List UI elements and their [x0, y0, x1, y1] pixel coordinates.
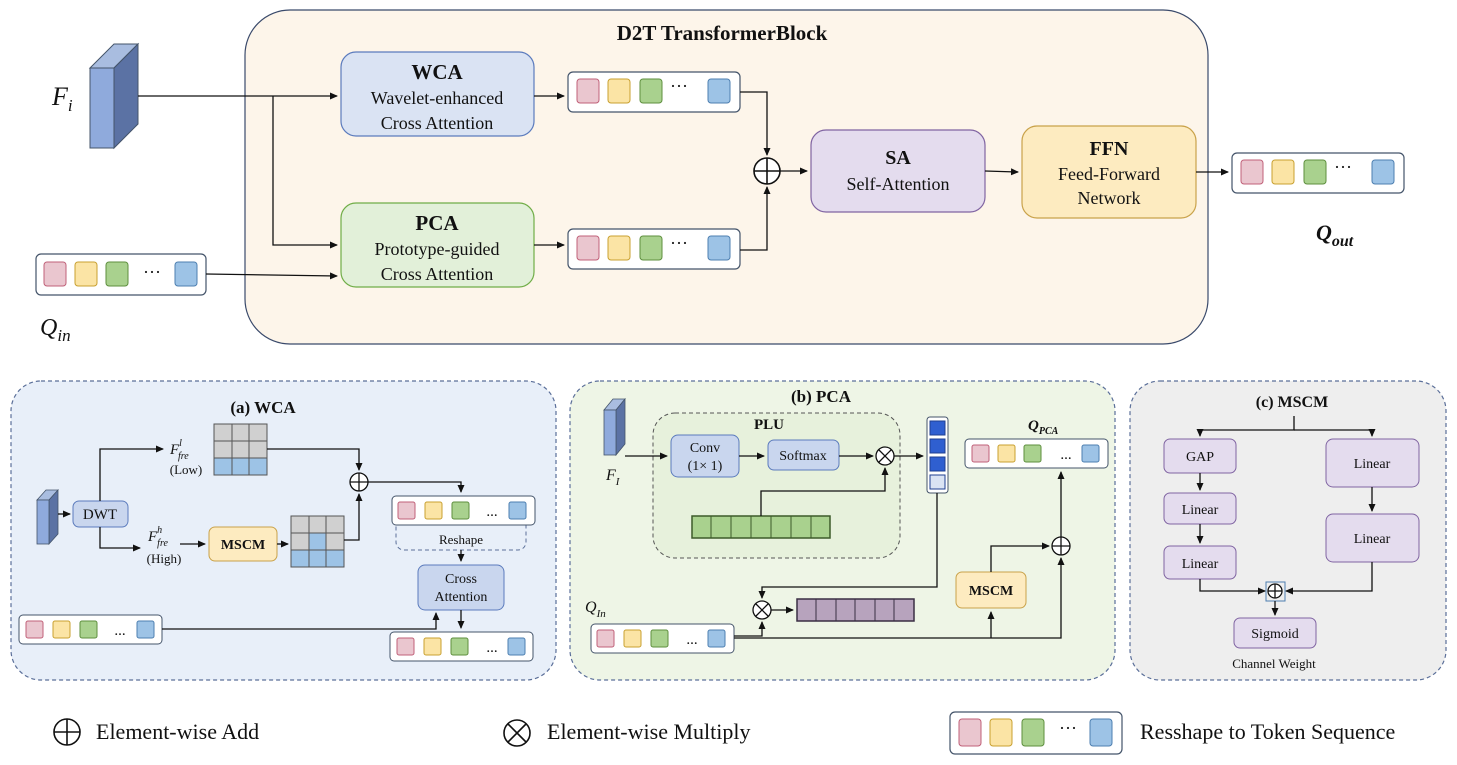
high-frequency-grid [290, 515, 345, 568]
wca-query-tokens: ... [18, 614, 163, 645]
linear-label-4: Linear [1354, 532, 1391, 547]
pca-name: PCA [415, 211, 459, 235]
conv-line1: Conv [690, 441, 720, 456]
wca-output-tokens: ··· [567, 71, 741, 113]
pca-line1: Prototype-guided [375, 239, 500, 259]
plu-title: PLU [754, 417, 784, 433]
wca-panel-title: (a) WCA [230, 398, 296, 417]
ffn-name: FFN [1090, 138, 1129, 160]
legend-add-icon [53, 718, 81, 746]
high-label: (High) [147, 551, 182, 566]
sigmoid-box [1233, 617, 1317, 649]
channel-weight-label: Channel Weight [1232, 656, 1316, 671]
svg-text:...: ... [1060, 447, 1071, 463]
q-pca-label: QPCA [1028, 418, 1059, 437]
pca-feature-map-icon [603, 397, 626, 457]
pca-line2: Cross Attention [381, 264, 494, 284]
input-token-sequence: ··· [35, 253, 207, 296]
wca-reshaped-tokens: ... [391, 495, 536, 526]
wca-line2: Cross Attention [381, 113, 494, 133]
mscm-label-a: MSCM [221, 538, 265, 553]
pca-query-label: QIn [585, 599, 606, 620]
wca-name: WCA [411, 60, 463, 84]
mscm-flow-arrows [1196, 416, 1376, 616]
cross-attention-line2: Attention [435, 590, 488, 605]
wca-output-tokens-detail: ... [389, 631, 534, 662]
svg-text:···: ··· [670, 233, 688, 253]
sa-line1: Self-Attention [847, 174, 950, 194]
pca-panel-title: (b) PCA [791, 387, 852, 406]
prototype-vector-column [926, 416, 949, 494]
pca-multiply-icon [752, 600, 772, 620]
input-feature-map-icon [88, 42, 140, 150]
token-blue [174, 261, 198, 287]
pca-flow-arrows [625, 452, 1065, 639]
token-yellow [74, 261, 98, 287]
main-flow-arrows [138, 91, 1229, 280]
svg-text:···: ··· [1334, 157, 1352, 177]
softmax-label: Softmax [779, 449, 826, 464]
sa-name: SA [885, 147, 911, 169]
input-feature-label: Fi [51, 82, 73, 115]
svg-text:...: ... [486, 640, 497, 656]
wca-line1: Wavelet-enhanced [371, 88, 503, 108]
mscm-label-b: MSCM [969, 584, 1013, 599]
svg-text:···: ··· [670, 76, 688, 96]
ffn-line1: Feed-Forward [1058, 164, 1160, 184]
output-token-sequence: ··· [1231, 152, 1405, 194]
element-wise-add-icon [753, 157, 781, 185]
svg-text:...: ... [686, 632, 697, 648]
mscm-panel-title: (c) MSCM [1256, 394, 1328, 411]
cross-attention-line1: Cross [445, 572, 477, 587]
pca-output-tokens: ··· [567, 228, 741, 270]
linear-label-3: Linear [1354, 457, 1391, 472]
ffn-line2: Network [1078, 188, 1141, 208]
output-query-label: Qout [1316, 220, 1354, 250]
svg-text:...: ... [486, 504, 497, 520]
pca-product-bar [796, 598, 915, 622]
pca-add-icon [1051, 536, 1071, 556]
pca-query-tokens: ... [590, 623, 735, 654]
pca-output-tokens-detail: ... [964, 438, 1109, 469]
wca-add-icon [349, 472, 369, 492]
low-frequency-grid [213, 423, 268, 476]
legend-add-label: Element-wise Add [96, 719, 259, 744]
low-label: (Low) [170, 462, 203, 477]
legend-token-sequence: ··· [949, 711, 1123, 755]
conv-line2: (1× 1) [688, 459, 723, 474]
token-ellipsis: ··· [143, 262, 161, 282]
softmax-box [767, 439, 840, 471]
sigmoid-label: Sigmoid [1251, 627, 1298, 642]
linear-label-1: Linear [1182, 503, 1219, 518]
pca-feature-label: FI [605, 467, 621, 488]
svg-text:···: ··· [1059, 718, 1077, 738]
wca-feature-map-icon [36, 488, 59, 546]
wca-flow-arrows [58, 445, 465, 630]
legend-multiply-label: Element-wise Multiply [547, 719, 750, 744]
legend-reshape-label: Resshape to Token Sequence [1140, 719, 1395, 744]
legend-multiply-icon [503, 719, 531, 747]
transformer-block-title: D2T TransformerBlock [617, 21, 828, 45]
token-green [105, 261, 129, 287]
plu-multiply-icon [875, 446, 895, 466]
prototype-embedding-bar [691, 515, 831, 539]
dwt-label: DWT [83, 507, 117, 523]
sa-box [810, 129, 986, 213]
reshape-label: Reshape [439, 532, 483, 547]
wca-box [340, 51, 535, 137]
linear-label-2: Linear [1182, 557, 1219, 572]
svg-text:...: ... [114, 623, 125, 639]
input-query-label: Qin [40, 315, 71, 345]
token-pink [43, 261, 67, 287]
gap-label: GAP [1186, 450, 1214, 465]
